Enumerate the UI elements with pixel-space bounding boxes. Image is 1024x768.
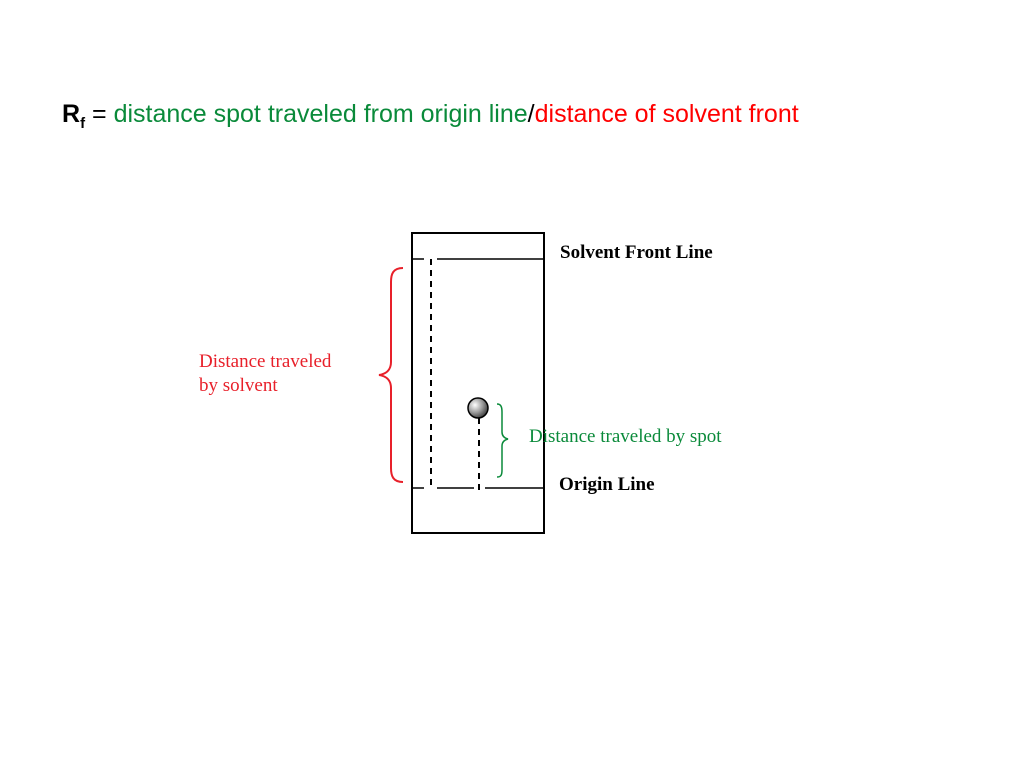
solvent-distance-brace <box>378 267 404 483</box>
rf-symbol: R <box>62 100 81 128</box>
spot-distance-label: Distance traveled by spot <box>529 426 722 447</box>
spot-distance-brace <box>496 403 509 478</box>
sample-spot <box>467 397 489 419</box>
formula-numerator: distance spot traveled from origin line <box>113 100 528 128</box>
formula-slash: / <box>527 100 535 128</box>
solvent-distance-label-line2: by solvent <box>199 375 278 396</box>
rf-formula: Rf = distance spot traveled from origin … <box>62 100 799 132</box>
solvent-distance-label-line1: Distance traveled <box>199 351 332 372</box>
equals-sign: = <box>85 100 114 128</box>
formula-denominator: distance of solvent front <box>534 100 799 128</box>
rf-subscript: f <box>80 115 86 132</box>
tlc-plate <box>411 232 545 534</box>
origin-line-label: Origin Line <box>559 474 655 495</box>
solvent-front-line-label: Solvent Front Line <box>560 242 713 263</box>
solvent-distance-label: Distance traveled by solvent <box>199 350 331 398</box>
